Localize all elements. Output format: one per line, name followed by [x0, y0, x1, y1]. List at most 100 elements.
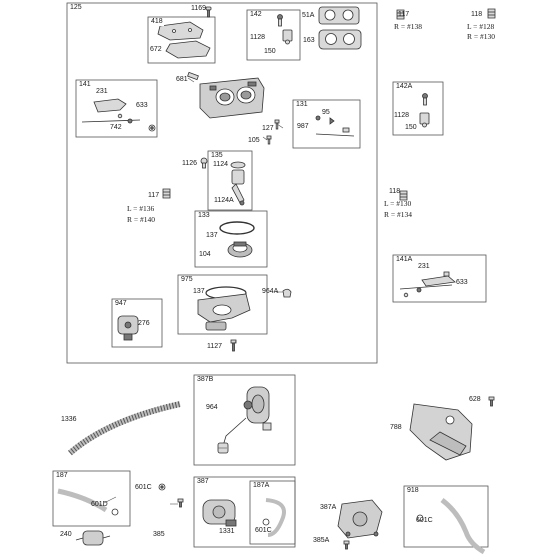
box-label-141: 141	[78, 81, 92, 89]
part-label-633-right[interactable]: 633	[456, 279, 468, 286]
part-label-117-left[interactable]: 117	[148, 192, 160, 199]
part-label-1128-right[interactable]: 1128	[394, 112, 410, 119]
leader-1127	[231, 340, 237, 347]
box-418-frame	[147, 16, 216, 64]
box-label-142A: 142A	[395, 83, 414, 91]
part-label-231-left[interactable]: 231	[96, 88, 108, 95]
part-label-137-upper[interactable]: 137	[206, 232, 218, 239]
carburetor-body-drawing	[199, 77, 265, 119]
part-label-385[interactable]: 385	[153, 531, 165, 538]
part-label-240[interactable]: 240	[60, 531, 72, 538]
solenoid-947-drawing	[117, 315, 139, 341]
screw-1127-drawing	[230, 339, 237, 352]
part-label-231-right[interactable]: 231	[418, 263, 430, 270]
fuel-pump-387A-drawing	[337, 499, 383, 539]
part-label-150-upper[interactable]: 150	[264, 48, 276, 55]
box-label-947: 947	[114, 300, 128, 308]
part-label-51A[interactable]: 51A	[302, 12, 315, 19]
box-label-141A: 141A	[395, 256, 414, 264]
note-118-mid-right-side: R = #134	[384, 210, 412, 219]
filter-240-drawing	[75, 530, 111, 546]
leader-127	[276, 123, 284, 129]
box-label-187: 187	[55, 472, 69, 480]
choke-shaft-131-drawing	[315, 115, 355, 137]
hose-918-drawing	[416, 498, 486, 555]
screw-105-drawing	[266, 135, 272, 145]
part-label-385A[interactable]: 385A	[313, 537, 330, 544]
part-label-601C-left[interactable]: 601C	[135, 484, 152, 491]
part-label-117-top[interactable]: 117	[398, 11, 410, 18]
part-label-1169[interactable]: 1169	[191, 5, 207, 12]
part-label-163[interactable]: 163	[303, 37, 315, 44]
part-label-276[interactable]: 276	[138, 320, 150, 327]
part-label-95[interactable]: 95	[322, 109, 330, 116]
part-label-672[interactable]: 672	[150, 46, 162, 53]
part-label-742[interactable]: 742	[110, 124, 122, 131]
part-label-628[interactable]: 628	[469, 396, 481, 403]
box-label-142: 142	[249, 11, 263, 19]
box-975-frame	[177, 274, 268, 335]
hose-187-drawing	[57, 488, 119, 516]
box-187-frame	[52, 470, 131, 527]
hose-187A-drawing	[262, 498, 286, 537]
bowl-975-drawing	[197, 286, 251, 331]
part-label-104[interactable]: 104	[199, 251, 211, 258]
part-label-1124A[interactable]: 1124A	[214, 197, 234, 204]
part-label-1124[interactable]: 1124	[213, 161, 229, 168]
part-label-118-top[interactable]: 118	[471, 11, 483, 18]
part-label-127[interactable]: 127	[262, 125, 274, 132]
part-label-964[interactable]: 964	[206, 404, 218, 411]
box-142-frame	[246, 9, 301, 61]
part-label-987[interactable]: 987	[297, 123, 309, 130]
part-label-118-mid[interactable]: 118	[389, 188, 401, 195]
kit-142A-drawing	[419, 93, 430, 128]
part-label-150-right[interactable]: 150	[405, 124, 417, 131]
part-label-788[interactable]: 788	[390, 424, 402, 431]
box-label-135: 135	[210, 152, 224, 160]
fitting-681-drawing	[187, 71, 199, 81]
screw-628-drawing	[488, 396, 495, 407]
box-label-975: 975	[180, 276, 194, 284]
part-label-601D[interactable]: 601D	[91, 501, 108, 508]
fitting-118-mid-drawing	[399, 190, 408, 201]
screw-385A-drawing	[343, 540, 350, 550]
leader-681	[187, 77, 195, 83]
linkage-141-drawing	[81, 98, 156, 132]
note-117-top-right-side: R = #138	[394, 22, 422, 31]
part-label-387A[interactable]: 387A	[320, 504, 337, 511]
box-label-387B: 387B	[196, 376, 215, 384]
box-141-frame	[75, 79, 158, 138]
box-918-frame	[403, 485, 489, 548]
gasket-163-drawing	[318, 29, 362, 50]
part-label-601C-right[interactable]: 601C	[416, 517, 433, 524]
note-118-mid-left-side: L = #130	[384, 199, 412, 208]
part-label-1331[interactable]: 1331	[219, 528, 235, 535]
box-135-frame	[207, 150, 253, 211]
part-label-964A[interactable]: 964A	[262, 288, 279, 295]
part-label-137-lower[interactable]: 137	[193, 288, 205, 295]
fitting-117-left-drawing	[162, 188, 171, 199]
part-label-633-left[interactable]: 633	[136, 102, 148, 109]
part-label-601C-mid[interactable]: 601C	[255, 527, 272, 534]
box-187A-frame	[249, 480, 296, 545]
box-label-187A: 187A	[252, 482, 271, 490]
kit-142-drawing	[277, 14, 293, 45]
part-label-1336[interactable]: 1336	[61, 416, 77, 423]
part-label-1127[interactable]: 1127	[207, 343, 223, 350]
note-117-left-right-side: R = #140	[127, 215, 155, 224]
part-label-105[interactable]: 105	[248, 137, 260, 144]
box-label-125: 125	[69, 4, 83, 12]
fuel-pump-387-drawing	[202, 499, 237, 527]
hose-1336-drawing	[68, 401, 181, 456]
box-142A-frame	[392, 81, 444, 136]
float-135-drawing	[230, 161, 246, 206]
clamp-601C-left-drawing	[158, 483, 166, 491]
part-label-1126[interactable]: 1126	[182, 160, 198, 167]
part-label-1128-upper[interactable]: 1128	[250, 34, 266, 41]
bracket-788-drawing	[409, 403, 473, 461]
part-label-681[interactable]: 681	[176, 76, 188, 83]
note-117-left-left-side: L = #136	[127, 204, 155, 213]
